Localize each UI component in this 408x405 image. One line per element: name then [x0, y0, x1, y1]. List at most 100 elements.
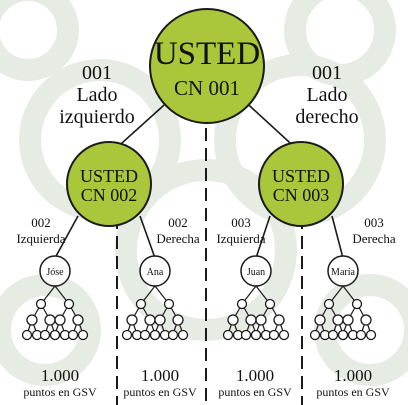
top-node-circle: [149, 8, 265, 124]
points-caption: puntos en GSV: [23, 385, 97, 399]
person-node: Jóse: [39, 255, 71, 287]
top-node: USTED CN 001: [149, 8, 265, 124]
person-name: Ana: [147, 267, 164, 278]
subtree-node: [135, 298, 147, 310]
branch-left-left-label: Izquierda: [16, 231, 65, 246]
mid-node-left-title: USTED: [80, 166, 138, 186]
person-name: María: [331, 267, 355, 278]
person-node: Ana: [139, 255, 171, 287]
subtree-node: [360, 314, 372, 326]
mid-node-left-code: CN 002: [81, 185, 138, 205]
subtree-node: [63, 298, 75, 310]
points-caption: puntos en GSV: [316, 385, 390, 399]
subtree-node: [332, 314, 344, 326]
left-side-code: 001: [82, 62, 112, 84]
subtree-node: [278, 329, 290, 341]
branch-left-right-label: Derecha: [156, 231, 200, 246]
branch-right-right-label: Derecha: [352, 231, 396, 246]
subtree-node: [163, 298, 175, 310]
subtree-node: [245, 314, 257, 326]
subtree-node: [342, 314, 354, 326]
subtree-node: [240, 329, 252, 341]
subtree-node: [172, 314, 184, 326]
mid-node-right-circle: [258, 141, 344, 227]
subtree-node: [72, 314, 84, 326]
subtree-node: [121, 329, 133, 341]
subtree-node: [222, 329, 234, 341]
left-side-line2: Lado: [76, 84, 117, 106]
top-node-code: CN 001: [174, 76, 240, 100]
branch-right-left-code: 003: [231, 215, 251, 230]
subtree-node: [365, 329, 377, 341]
points-value: 1.000: [41, 366, 79, 385]
branch-left-right-code: 002: [168, 215, 188, 230]
connector-top-to-left: [111, 96, 174, 153]
connector-cn003-to-juan: [255, 215, 271, 259]
watermark-ring: [314, 274, 408, 386]
subtree-node: [314, 314, 326, 326]
left-side-line3: izquierdo: [59, 106, 135, 128]
branch-labels: 002 Izquierda 002 Derecha 003 Izquierda …: [16, 215, 395, 246]
subtree-node: [273, 314, 285, 326]
person-name: Jóse: [46, 267, 64, 278]
subtree-node: [39, 329, 51, 341]
points-row: 1.000 puntos en GSV 1.000 puntos en GSV …: [23, 366, 390, 399]
subtree-node: [323, 298, 335, 310]
person-node: Juan: [240, 255, 272, 287]
connector-cn003-to-maria: [331, 215, 344, 259]
branch-right-right-code: 003: [364, 215, 384, 230]
subtree-node: [154, 314, 166, 326]
downline-subtrees: [21, 285, 377, 341]
dashed-separators: [116, 128, 303, 405]
watermark-ring: [0, 0, 79, 81]
subtree-node: [67, 329, 79, 341]
subtree-node: [268, 329, 280, 341]
subtree-node: [255, 314, 267, 326]
subtree-node: [236, 298, 248, 310]
subtree-node: [44, 314, 56, 326]
subtree-node: [54, 314, 66, 326]
right-side-line2: Lado: [306, 84, 347, 106]
subtree-node: [264, 298, 276, 310]
subtree-node: [149, 329, 161, 341]
mid-node-left: USTED CN 002: [66, 141, 152, 227]
subtree-node: [177, 329, 189, 341]
subtree-node: [227, 314, 239, 326]
right-side-line3: derecho: [295, 106, 358, 128]
subtree-node: [35, 298, 47, 310]
subtree-node: [250, 329, 262, 341]
subtree-node: [139, 329, 151, 341]
subtree-node: [77, 329, 89, 341]
subtree-node: [21, 329, 33, 341]
points-caption: puntos en GSV: [218, 385, 292, 399]
mid-node-right-code: CN 003: [273, 185, 330, 205]
mid-node-right-title: USTED: [272, 166, 330, 186]
mid-node-left-circle: [66, 141, 152, 227]
watermark-ring: [0, 274, 101, 386]
subtree-node: [26, 314, 38, 326]
person-name: Juan: [247, 267, 265, 278]
mid-node-right: USTED CN 003: [258, 141, 344, 227]
side-labels: 001 Lado izquierdo 001 Lado derecho: [59, 62, 358, 128]
subtree-node: [167, 329, 179, 341]
person-node: María: [327, 255, 359, 287]
subtree-node: [337, 329, 349, 341]
subtree-node: [49, 329, 61, 341]
connector-cn002-to-jose: [54, 215, 79, 259]
subtree-node: [327, 329, 339, 341]
subtree-node: [355, 329, 367, 341]
right-side-code: 001: [312, 62, 342, 84]
subtree-node: [309, 329, 321, 341]
points-value: 1.000: [141, 366, 179, 385]
connector-lines: [54, 96, 344, 259]
branch-left-left-code: 002: [31, 215, 51, 230]
points-caption: puntos en GSV: [123, 385, 197, 399]
top-node-title: USTED: [154, 36, 260, 72]
subtree-node: [126, 314, 138, 326]
points-value: 1.000: [236, 366, 274, 385]
branch-right-left-label: Izquierda: [216, 231, 265, 246]
connector-cn002-to-ana: [139, 215, 156, 259]
subtree-node: [144, 314, 156, 326]
